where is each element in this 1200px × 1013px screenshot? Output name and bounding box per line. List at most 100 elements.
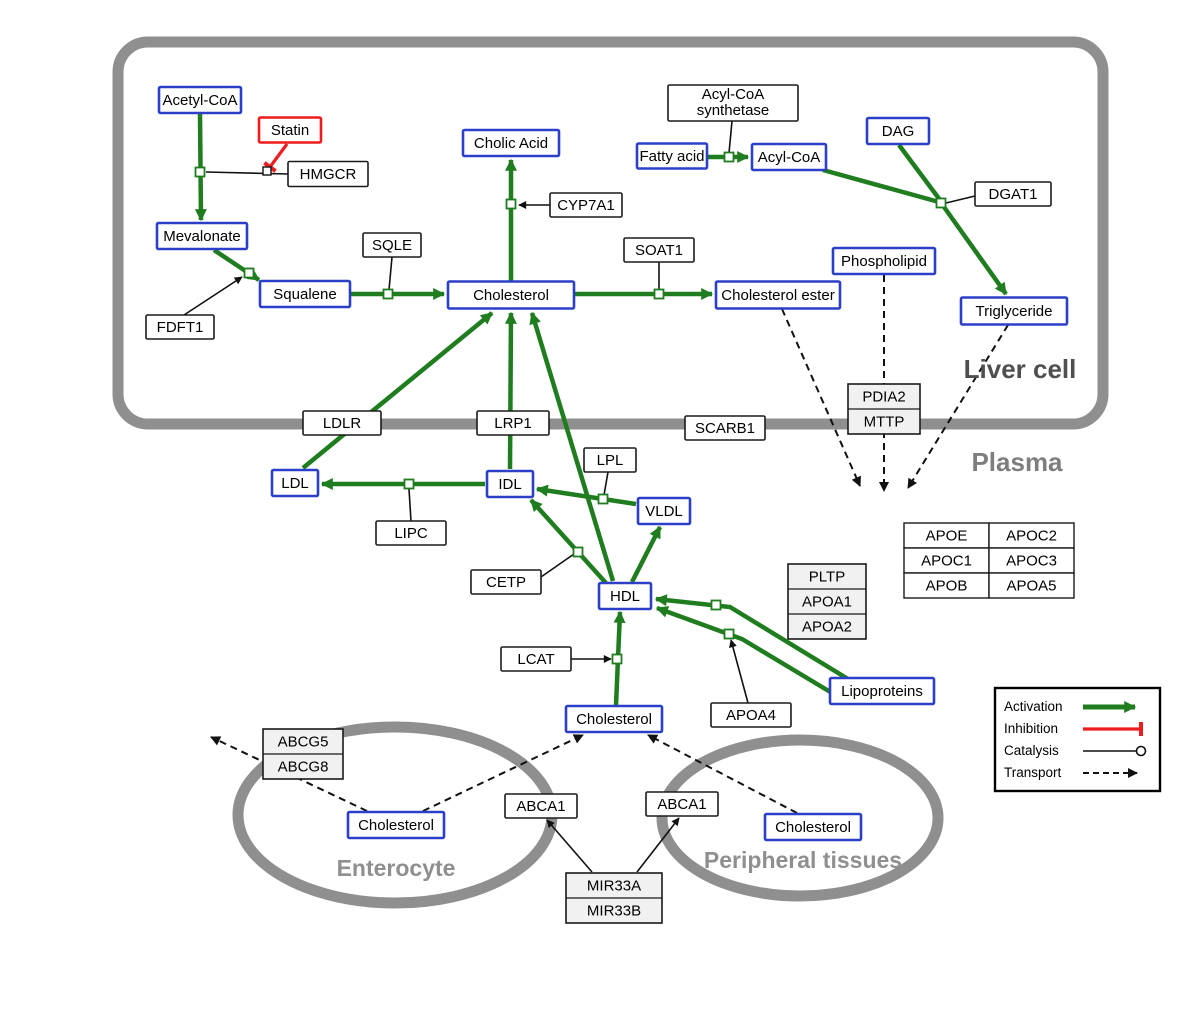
edge-acyl-coa-to-dgat1-junction bbox=[822, 167, 940, 205]
squalene[interactable]: Squalene bbox=[258, 279, 352, 309]
reaction-node bbox=[194, 166, 206, 178]
reaction-node bbox=[723, 628, 735, 640]
mevalonate[interactable]: Mevalonate bbox=[155, 221, 249, 251]
lipoproteins[interactable]: Lipoproteins bbox=[828, 676, 936, 706]
cholesterol-liver[interactable]: Cholesterol bbox=[446, 280, 576, 310]
apo-table-cell-apoc2[interactable]: APOC2 bbox=[988, 522, 1075, 549]
dag[interactable]: DAG bbox=[865, 116, 931, 146]
apo-table-cell-apoc1[interactable]: APOC1 bbox=[903, 547, 990, 574]
lpl-box bbox=[583, 447, 637, 473]
lipc[interactable]: LIPC bbox=[375, 520, 447, 546]
lrp1[interactable]: LRP1 bbox=[476, 410, 550, 436]
fatty-acid[interactable]: Fatty acid bbox=[635, 142, 709, 170]
abca1-enterocyte-box bbox=[504, 793, 578, 819]
lipc-label: LIPC bbox=[394, 525, 428, 542]
edge-fdft1-catalysis bbox=[183, 276, 243, 316]
cholesterol-liver-label: Cholesterol bbox=[473, 287, 549, 304]
apo-table-cell-box bbox=[988, 522, 1075, 549]
liver-cell-compartment bbox=[112, 36, 1109, 430]
lcat-box bbox=[500, 646, 572, 672]
lcat[interactable]: LCAT bbox=[500, 646, 572, 672]
reaction-node bbox=[597, 493, 609, 505]
hdl-box bbox=[597, 581, 653, 611]
edge-sqle-catalysis bbox=[388, 256, 393, 291]
triglyceride[interactable]: Triglyceride bbox=[959, 296, 1069, 326]
idl[interactable]: IDL bbox=[485, 469, 535, 499]
cetp-label: CETP bbox=[486, 574, 526, 591]
soat1[interactable]: SOAT1 bbox=[623, 237, 695, 263]
statin[interactable]: Statin bbox=[257, 116, 323, 144]
hdl[interactable]: HDL bbox=[597, 581, 653, 611]
cholesterol-peripheral[interactable]: Cholesterol bbox=[763, 812, 863, 842]
ldlr[interactable]: LDLR bbox=[302, 410, 382, 436]
scarb1[interactable]: SCARB1 bbox=[684, 415, 766, 441]
cyp7a1[interactable]: CYP7A1 bbox=[549, 192, 623, 218]
reaction-node bbox=[243, 267, 255, 279]
squalene-label: Squalene bbox=[273, 286, 336, 303]
vldl[interactable]: VLDL bbox=[636, 496, 692, 526]
ldl[interactable]: LDL bbox=[270, 468, 320, 498]
cholesterol-ester[interactable]: Cholesterol ester bbox=[714, 280, 842, 310]
acetyl-coa-box bbox=[157, 85, 243, 115]
ldl-box bbox=[270, 468, 320, 498]
ldlr-box bbox=[302, 410, 382, 436]
reaction-node bbox=[572, 546, 584, 558]
apo-table-cell-apob[interactable]: APOB bbox=[903, 572, 990, 599]
phospholipid[interactable]: Phospholipid bbox=[831, 246, 937, 276]
apo-table-cell-box bbox=[988, 547, 1075, 574]
hmgcr[interactable]: HMGCR bbox=[287, 160, 369, 188]
apo-table-cell-apoc3[interactable]: APOC3 bbox=[988, 547, 1075, 574]
acyl-coa[interactable]: Acyl-CoA bbox=[750, 142, 828, 172]
legend-label-activation: Activation bbox=[1004, 699, 1063, 714]
cholesterol-plasma[interactable]: Cholesterol bbox=[564, 704, 664, 734]
vldl-box bbox=[636, 496, 692, 526]
mir33a-mir33b-row-1: MIR33B bbox=[587, 903, 641, 920]
dag-label: DAG bbox=[882, 123, 915, 140]
pltp-apoa1-apoa2-row-2: APOA2 bbox=[802, 619, 852, 636]
cholesterol-enterocyte[interactable]: Cholesterol bbox=[346, 810, 446, 840]
sqle-label: SQLE bbox=[372, 237, 412, 254]
sqle[interactable]: SQLE bbox=[362, 232, 422, 258]
mevalonate-label: Mevalonate bbox=[163, 228, 241, 245]
edge-lipoproteins-to-hdl-lower bbox=[655, 605, 834, 695]
cholic-acid-box bbox=[461, 128, 561, 158]
idl-box bbox=[485, 469, 535, 499]
cholic-acid[interactable]: Cholic Acid bbox=[461, 128, 561, 158]
apo-table-label-0-0: APOE bbox=[926, 528, 968, 545]
edge-idl-to-cholesterol-via-lrp1 bbox=[504, 311, 517, 470]
cetp[interactable]: CETP bbox=[470, 569, 542, 595]
apo-table-cell-box bbox=[903, 547, 990, 574]
peripheral-tissues-compartment bbox=[656, 734, 944, 902]
reaction-node bbox=[382, 288, 394, 300]
abca1-enterocyte[interactable]: ABCA1 bbox=[504, 793, 578, 819]
cholesterol-peripheral-box bbox=[763, 812, 863, 842]
apoa4-box bbox=[710, 702, 792, 728]
apoa4[interactable]: APOA4 bbox=[710, 702, 792, 728]
apo-table-cell-apoe[interactable]: APOE bbox=[903, 522, 990, 549]
reaction-node bbox=[403, 478, 415, 490]
triglyceride-box bbox=[959, 296, 1069, 326]
fdft1[interactable]: FDFT1 bbox=[145, 314, 215, 340]
lrp1-box bbox=[476, 410, 550, 436]
lpl[interactable]: LPL bbox=[583, 447, 637, 473]
acetyl-coa[interactable]: Acetyl-CoA bbox=[157, 85, 243, 115]
dgat1[interactable]: DGAT1 bbox=[974, 181, 1052, 207]
abca1-peripheral[interactable]: ABCA1 bbox=[645, 791, 719, 817]
enterocyte-label: Enterocyte bbox=[337, 855, 456, 881]
apo-table-cell-apoa5[interactable]: APOA5 bbox=[988, 572, 1075, 599]
edge-dag-to-dgat1-junction bbox=[897, 143, 942, 202]
reaction-node bbox=[935, 197, 947, 209]
sqle-box bbox=[362, 232, 422, 258]
soat1-box bbox=[623, 237, 695, 263]
dgat1-box bbox=[974, 181, 1052, 207]
statin-box bbox=[257, 116, 323, 144]
edge-dgat1-junction-to-triglyceride bbox=[942, 205, 1008, 296]
edge-ldl-to-cholesterol-via-ldlr bbox=[301, 311, 494, 470]
